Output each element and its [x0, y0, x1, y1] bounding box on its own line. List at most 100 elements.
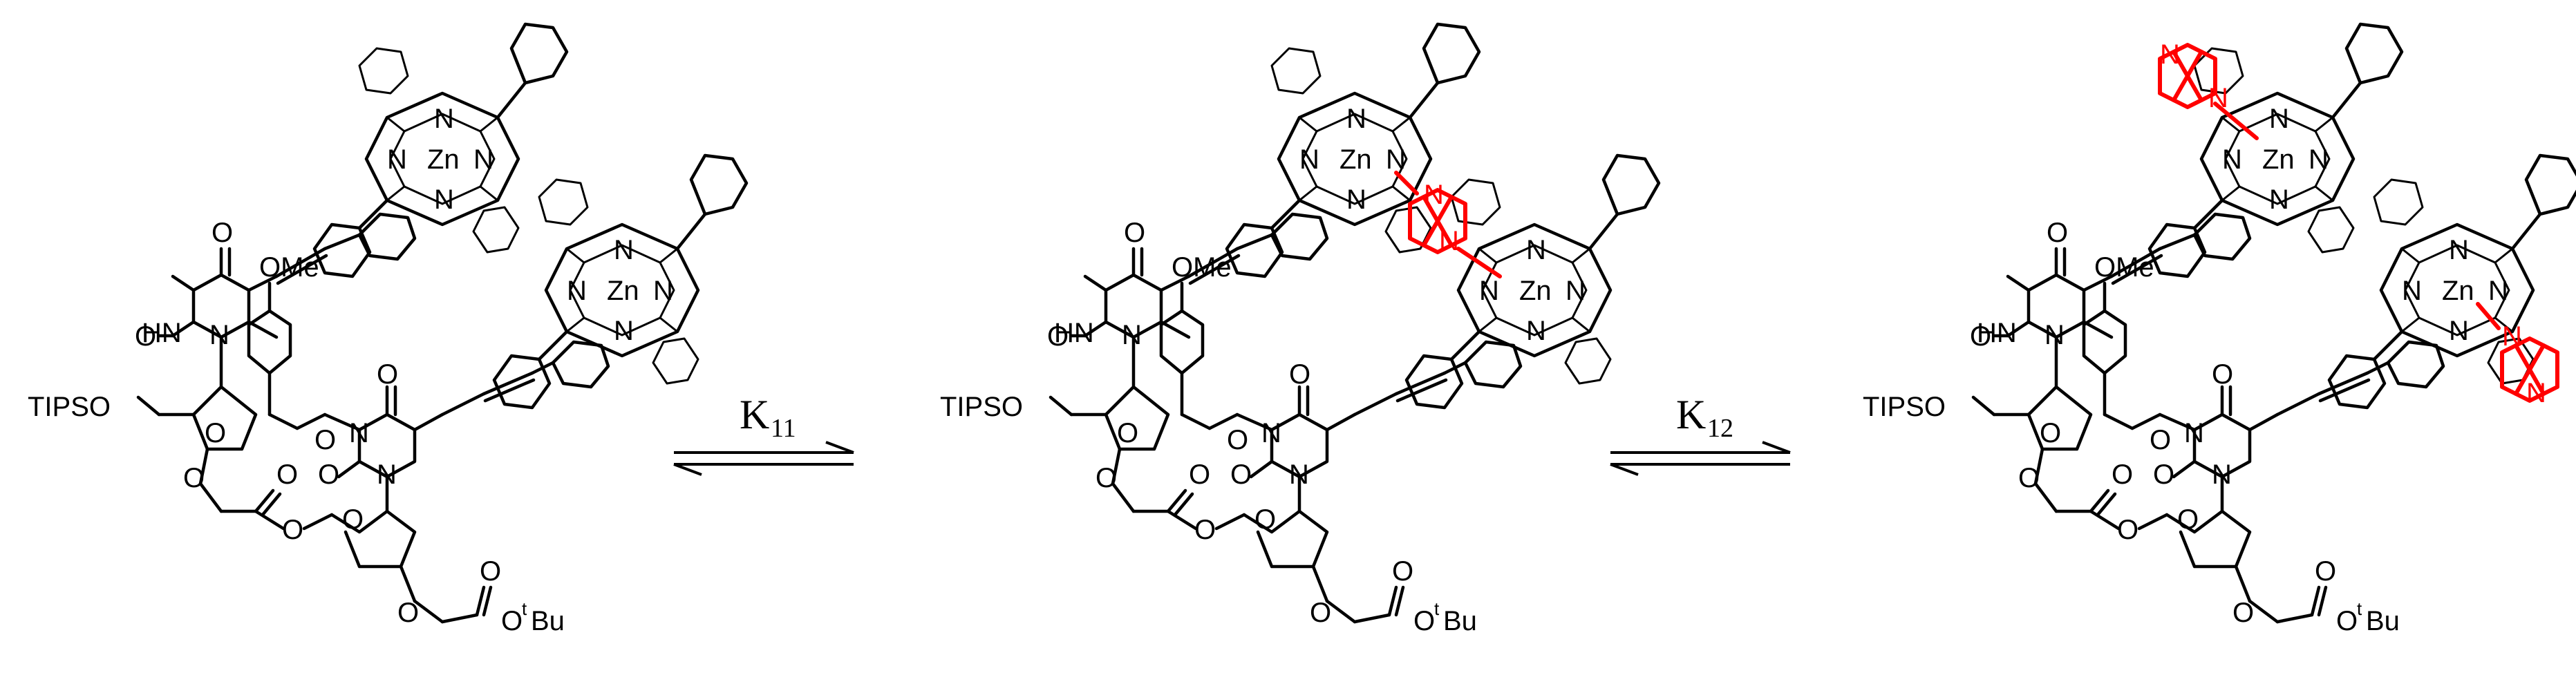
ring-o-label: O	[2040, 418, 2061, 448]
n-label: N	[2184, 418, 2204, 448]
o-tbu-label: O	[501, 606, 523, 636]
dabco-n-label: N	[1439, 226, 1459, 256]
porphyrin-upper-n-label: N	[1346, 104, 1366, 134]
porphyrin-upper-zn-label: Zn	[1339, 144, 1372, 175]
tbu-label: Bu	[531, 606, 565, 636]
porphyrin-upper-n-label: N	[2309, 144, 2329, 175]
tbu-label: Bu	[2366, 606, 2400, 636]
n-label: N	[377, 459, 397, 490]
porphyrin-lower-n-label: N	[2488, 276, 2508, 306]
carbonyl-o-label: O	[1124, 218, 1145, 248]
porphyrin-upper-n-label: N	[2269, 104, 2289, 134]
ether-o-label: O	[1096, 463, 1117, 493]
porphyrin-lower-n-label: N	[1526, 235, 1546, 265]
nh-label: HN	[1977, 318, 2017, 348]
tbu-superscript: t	[2357, 598, 2362, 619]
porphyrin-lower-zn-label: Zn	[2442, 276, 2474, 306]
phenylene-upper	[2192, 212, 2252, 261]
phenylene-lower	[551, 340, 610, 389]
ome-label: OMe	[259, 252, 319, 283]
equilibrium-constant-subscript-1: 11	[771, 414, 796, 443]
porphyrin-lower-zn-label: Zn	[1519, 276, 1552, 306]
ester-o-label: O	[276, 459, 298, 490]
carbonyl-o-label: O	[1970, 321, 1991, 352]
porphyrin-upper-n-label: N	[1299, 144, 1319, 175]
ester-o-label: O	[282, 515, 303, 545]
carbonyl-o-label: O	[135, 321, 156, 352]
porphyrin-upper-zn-label: Zn	[2262, 144, 2295, 175]
equilibrium-constant-2: K	[1676, 392, 1706, 437]
n-label: N	[1289, 459, 1309, 490]
ome-label: OMe	[1172, 252, 1232, 283]
ester-o-label: O	[1392, 556, 1413, 587]
ring-o-label: O	[205, 418, 226, 448]
n-label: N	[209, 320, 229, 350]
ether-o-label: O	[2018, 463, 2040, 493]
porphyrin-lower-n-label: N	[2402, 276, 2422, 306]
pmb-o-label: O	[1227, 425, 1248, 455]
dabco-n-label: N	[1424, 180, 1444, 210]
porphyrin-lower-n-label: N	[2449, 235, 2469, 265]
ester-o-label: O	[1189, 459, 1210, 490]
ring-o-label: O	[1117, 418, 1138, 448]
porphyrin-lower-n-label: N	[653, 276, 673, 306]
nh-label: HN	[142, 318, 182, 348]
carbonyl-o-label: O	[377, 359, 398, 390]
ester-o-label: O	[2117, 515, 2138, 545]
porphyrin-lower-n-label: N	[614, 316, 634, 346]
carbonyl-o-label: O	[318, 459, 339, 490]
porphyrin-upper-zn-label: Zn	[427, 144, 460, 175]
dabco-n-label: N	[2502, 321, 2522, 352]
porphyrin-upper-n-label: N	[1386, 144, 1406, 175]
ring-o-label: O	[2177, 504, 2199, 535]
porphyrin-lower-n-label: N	[1526, 316, 1546, 346]
porphyrin-upper-n-label: N	[2269, 184, 2289, 215]
ether-o-label: O	[183, 463, 205, 493]
nh-label: HN	[1054, 318, 1094, 348]
carbonyl-o-label: O	[211, 218, 233, 248]
tipso-label: TIPSO	[1863, 392, 1946, 422]
ether-o-label: O	[397, 598, 419, 628]
tbu-superscript: t	[522, 598, 527, 619]
tbu-superscript: t	[1434, 598, 1440, 619]
pmb-o-label: O	[2150, 425, 2171, 455]
porphyrin-upper-n-label: N	[387, 144, 407, 175]
equilibrium-constant-1: K	[740, 392, 769, 437]
phenylene-upper	[357, 212, 417, 261]
porphyrin-lower-n-label: N	[1566, 276, 1586, 306]
phenylene-lower	[1463, 340, 1523, 389]
ether-o-label: O	[1310, 598, 1331, 628]
porphyrin-upper-n-label: N	[434, 184, 454, 215]
porphyrin-upper-n-label: N	[434, 104, 454, 134]
tbu-label: Bu	[1443, 606, 1477, 636]
ester-o-label: O	[2315, 556, 2336, 587]
porphyrin-lower-n-label: N	[614, 235, 634, 265]
n-label: N	[1122, 320, 1142, 350]
dabco-n-label: N	[2160, 39, 2180, 70]
carbonyl-o-label: O	[1289, 359, 1310, 390]
n-label: N	[1261, 418, 1281, 448]
o-tbu-label: O	[1413, 606, 1435, 636]
porphyrin-lower-n-label: N	[1479, 276, 1499, 306]
carbonyl-o-label: O	[2212, 359, 2233, 390]
phenylene-upper	[1270, 212, 1329, 261]
o-tbu-label: O	[2336, 606, 2358, 636]
n-label: N	[349, 418, 369, 448]
ether-o-label: O	[2232, 598, 2254, 628]
porphyrin-upper-n-label: N	[473, 144, 493, 175]
ester-o-label: O	[480, 556, 501, 587]
porphyrin-lower-zn-label: Zn	[607, 276, 639, 306]
carbonyl-o-label: O	[2153, 459, 2174, 490]
ome-label: OMe	[2094, 252, 2154, 283]
carbonyl-o-label: O	[1047, 321, 1069, 352]
porphyrin-upper-n-label: N	[1346, 184, 1366, 215]
tipso-label: TIPSO	[940, 392, 1023, 422]
carbonyl-o-label: O	[1230, 459, 1252, 490]
pmb-o-label: O	[314, 425, 336, 455]
